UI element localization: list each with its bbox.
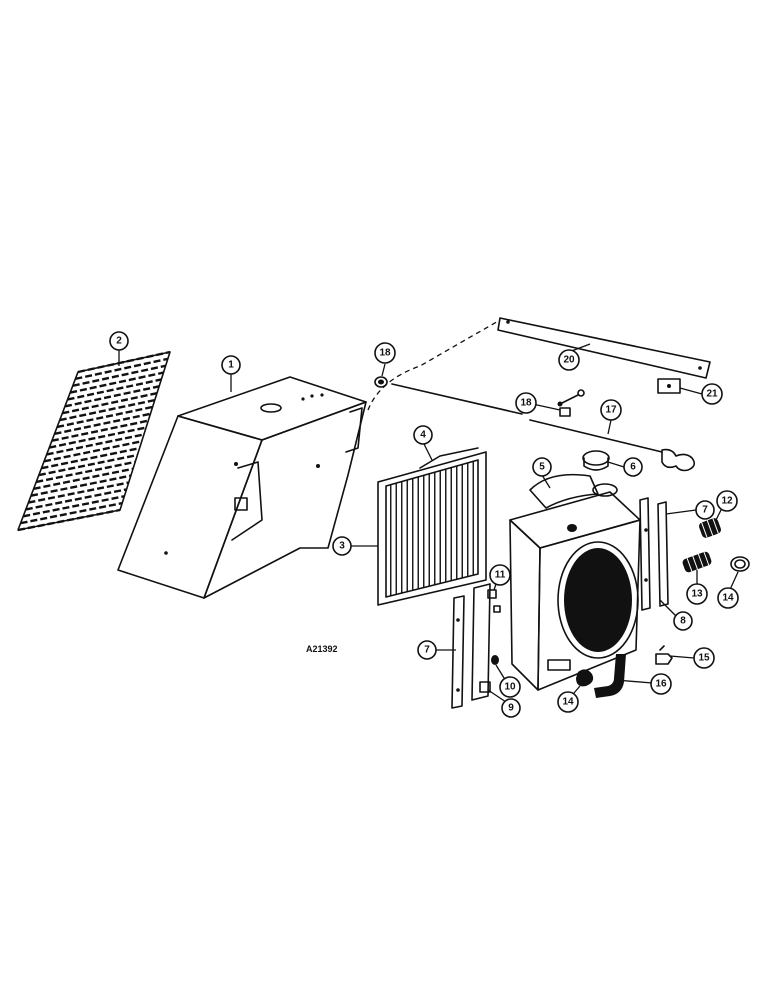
callout-13: 13 [686,583,708,605]
grille-bar [67,378,162,401]
callout-17: 17 [600,399,622,421]
callout-15: 15 [693,647,715,669]
grille-bar [43,440,142,463]
svg-text:7: 7 [424,645,430,656]
svg-text:3: 3 [339,541,345,552]
grille-bar [56,405,153,429]
cap-nut-drawing [374,376,388,388]
svg-text:18: 18 [520,398,532,409]
leader-lines [118,343,739,705]
callout-6: 6 [623,457,643,477]
grille-bar [36,460,136,484]
callout-20: 20 [558,349,580,371]
callout-7-right: 7 [695,500,715,520]
hood-drawing [117,376,367,599]
svg-text:14: 14 [722,593,734,604]
grille-bar [77,350,171,374]
svg-text:12: 12 [721,496,733,507]
svg-text:2: 2 [116,336,122,347]
svg-text:14: 14 [562,697,574,708]
grille-bar [28,481,129,504]
svg-text:17: 17 [605,405,617,416]
callout-9: 9 [501,698,521,718]
callout-16: 16 [650,673,672,695]
callout-1: 1 [221,355,241,375]
svg-text:5: 5 [539,462,545,473]
callout-21: 21 [701,383,723,405]
grille-bar [59,398,156,422]
grille-bar [64,385,160,408]
rod-drawing [391,383,696,472]
callout-14-bottom: 14 [557,691,579,713]
grille-bar [25,488,127,511]
callout-2: 2 [109,331,129,351]
drain-parts-drawing [576,645,673,698]
grille-bar [41,446,140,470]
grille-bar [30,474,132,497]
bracket-small-drawing [657,378,681,394]
svg-text:4: 4 [420,430,426,441]
svg-text:20: 20 [563,355,575,366]
callout-5: 5 [532,457,552,477]
grille-bar [20,501,123,525]
svg-text:15: 15 [698,653,710,664]
grille-bar [72,364,166,387]
radiator-cap-drawing [582,450,610,471]
grille-bar [17,508,121,532]
callout-18-mid: 18 [515,392,537,414]
hoses-drawing [682,518,750,573]
svg-text:9: 9 [508,703,514,714]
side-bar-right-drawing [639,497,669,611]
callout-11: 11 [489,564,511,586]
dashed-assembly-line [367,319,501,411]
svg-text:10: 10 [504,682,516,693]
grille-bar [38,453,138,477]
grille-bar [22,495,125,518]
svg-text:11: 11 [495,570,506,581]
svg-text:6: 6 [630,462,636,473]
grille-bar [54,412,151,436]
grille-bar [69,371,164,394]
callout-14-right: 14 [717,587,739,609]
svg-text:13: 13 [691,589,703,600]
callout-8: 8 [673,611,693,631]
drawing-id: A21392 [306,644,338,654]
grille-bar [51,419,149,442]
svg-text:8: 8 [680,616,686,627]
svg-text:7: 7 [702,505,708,516]
brace-bar-drawing [497,317,711,379]
callout-3: 3 [332,536,352,556]
screen-drawing [377,447,487,606]
bolt-drawing [557,389,585,417]
svg-text:16: 16 [655,679,667,690]
grille-drawing [17,350,171,532]
grille-bar [46,433,145,456]
grille-bar [62,392,158,415]
callout-10: 10 [499,676,521,698]
svg-text:21: 21 [706,389,718,400]
callout-4: 4 [413,425,433,445]
callout-18-top: 18 [374,342,396,364]
grille-bar [49,426,147,449]
grille-bar [33,467,134,490]
svg-text:18: 18 [379,348,391,359]
side-bar-left-drawing [451,583,501,709]
callout-7-left: 7 [417,640,437,660]
callout-12: 12 [716,490,738,512]
svg-text:1: 1 [228,360,234,371]
grille-bar [75,357,169,381]
